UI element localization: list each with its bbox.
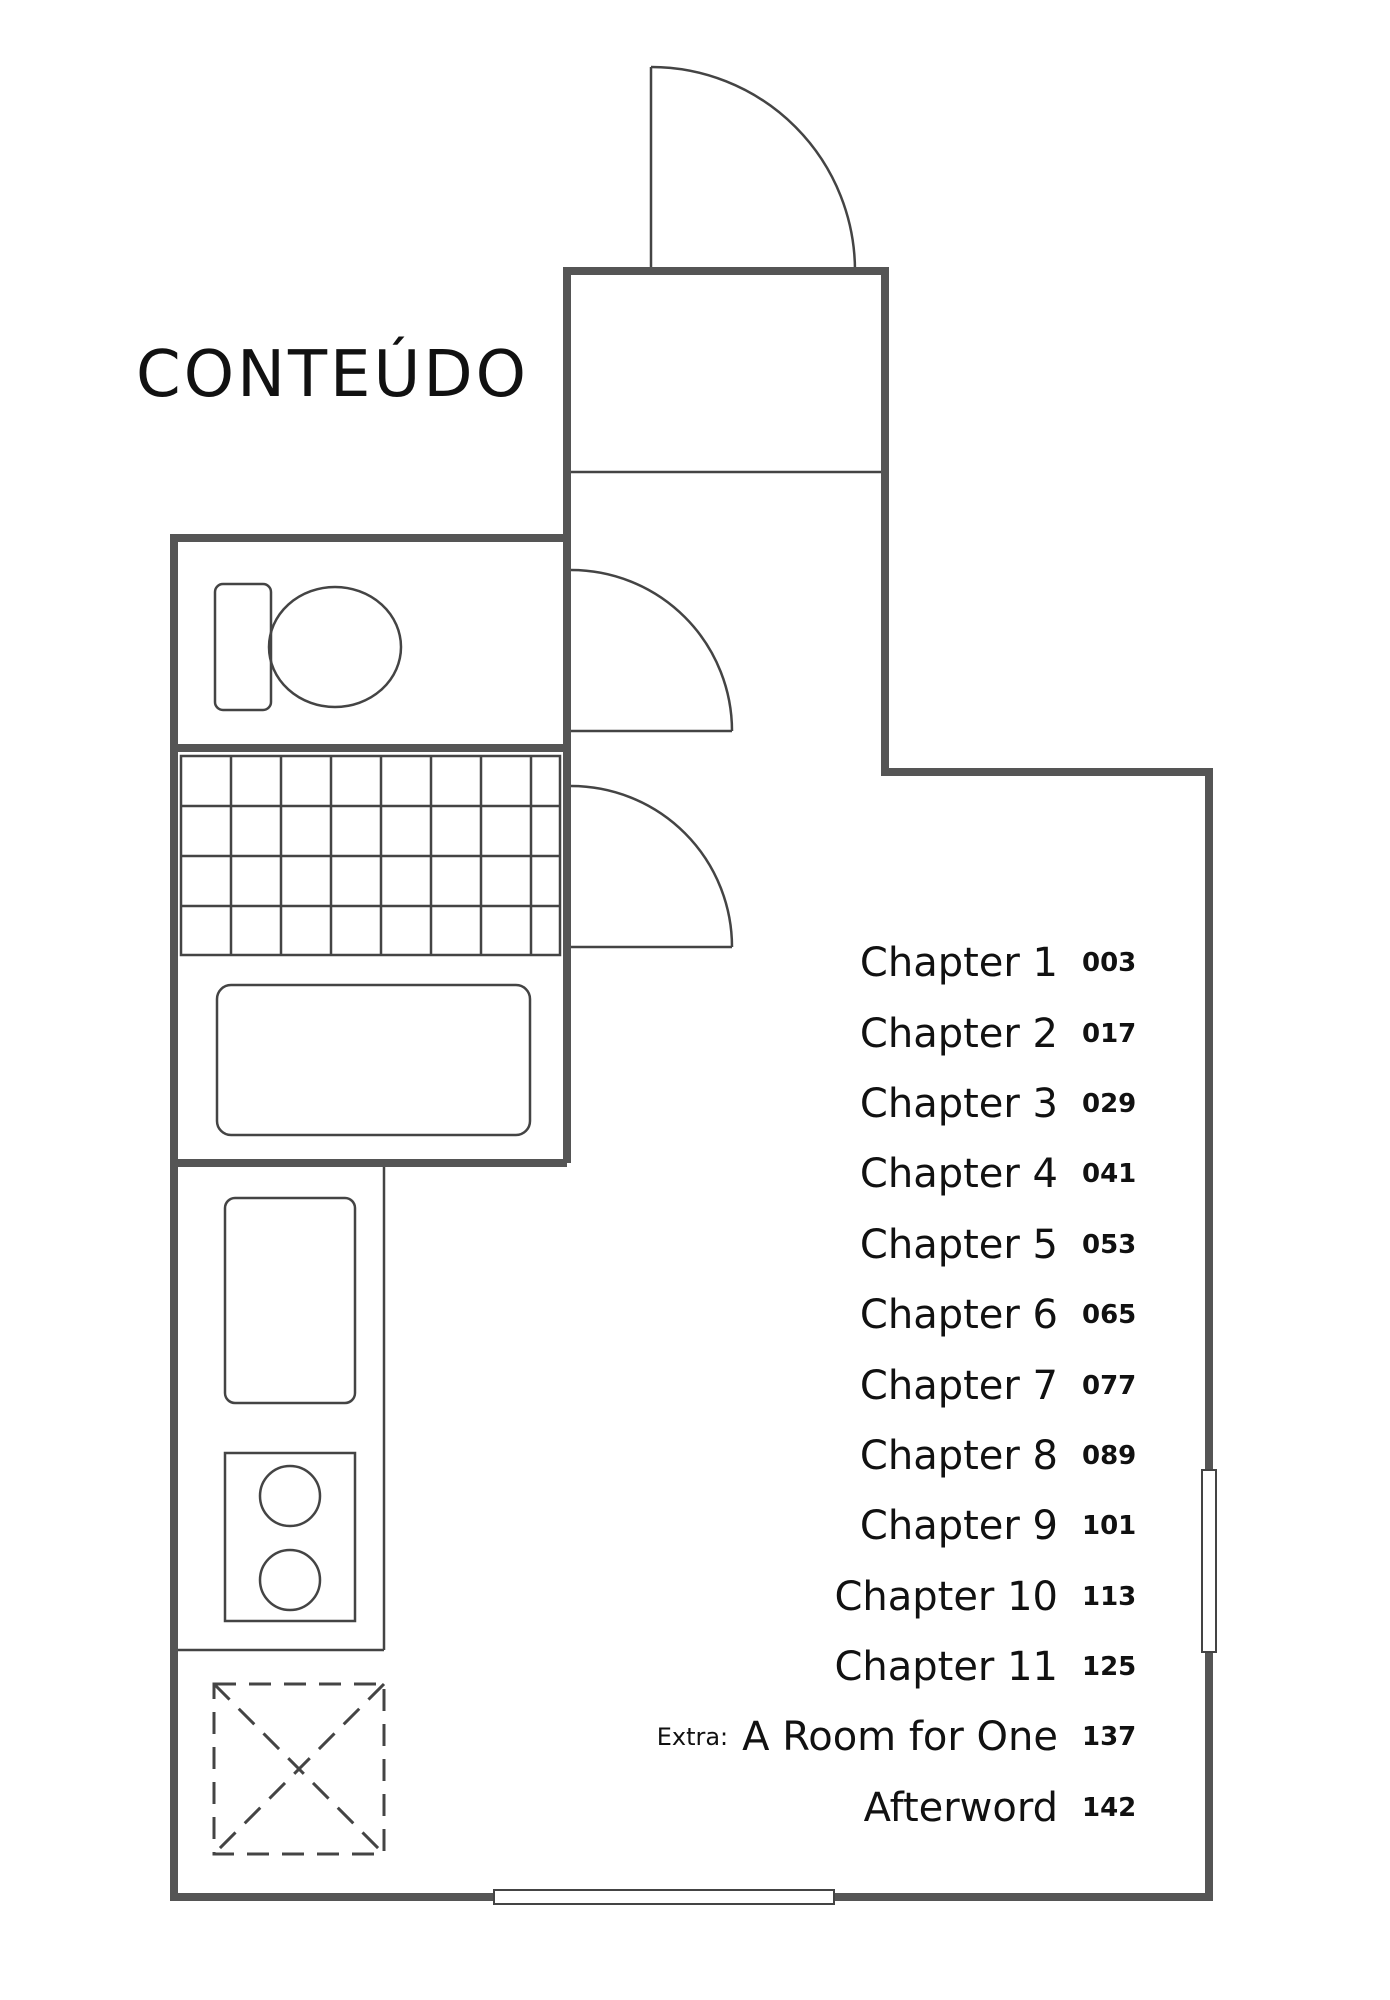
tiled-floor [179, 754, 562, 957]
toc-entry-page-number: 077 [1082, 1370, 1137, 1401]
toc-entry: Chapter 1 003 [620, 928, 1150, 998]
toilet-icon [213, 582, 403, 712]
toc-entry-page-number: 089 [1082, 1440, 1137, 1471]
washer-space-icon [212, 1682, 386, 1856]
toc-entry-page-number: 137 [1082, 1722, 1137, 1753]
toc-entry: Chapter 4 041 [620, 1139, 1150, 1209]
windows [493, 1469, 1217, 1905]
toc-entry-page-number: 053 [1082, 1229, 1137, 1260]
toc-entry-label: Chapter 2 [859, 1010, 1058, 1057]
toc-entry-label: Chapter 7 [859, 1362, 1058, 1409]
toc-entry-page-number: 125 [1082, 1652, 1137, 1683]
bathroom-walls [174, 538, 571, 1167]
toc-entry-page-number: 029 [1082, 1088, 1137, 1119]
toc-entry-page-number: 003 [1082, 948, 1137, 979]
outer-walls [170, 267, 1213, 1901]
toc-entry-label: A Room for One [742, 1714, 1058, 1761]
toc-entry-page-number: 017 [1082, 1018, 1137, 1049]
toc-entry-label: Chapter 10 [834, 1573, 1058, 1620]
page-title: CONTEÚDO [136, 338, 529, 412]
toc-entry-label: Afterword [863, 1784, 1058, 1831]
toc-entry-label: Chapter 9 [859, 1503, 1058, 1550]
toc-entry-label: Chapter 5 [859, 1221, 1058, 1268]
toc-entry: Chapter 5 053 [620, 1210, 1150, 1280]
toc-entry: Chapter 10 113 [620, 1562, 1150, 1632]
toc-entry: Chapter 2 017 [620, 998, 1150, 1068]
bathtub-icon [215, 983, 532, 1137]
toc-entry-label: Chapter 4 [859, 1151, 1058, 1198]
toc-entry: Chapter 9 101 [620, 1491, 1150, 1561]
toc-entry-label: Chapter 8 [859, 1432, 1058, 1479]
toc-entry-label: Chapter 1 [859, 940, 1058, 987]
sink-icon [223, 1196, 357, 1405]
toc-entry-page-number: 142 [1082, 1792, 1137, 1823]
toc-entry: Chapter 3 029 [620, 1069, 1150, 1139]
toc-entry-page-number: 065 [1082, 1300, 1137, 1331]
toc-entry: Chapter 6 065 [620, 1280, 1150, 1350]
toc-entry: Chapter 7 077 [620, 1350, 1150, 1420]
toc-entry-label: Chapter 3 [859, 1080, 1058, 1127]
toc-entry: Chapter 11 125 [620, 1632, 1150, 1702]
kitchen-counter [178, 1167, 386, 1652]
toc-entry-prefix: Extra: [656, 1723, 729, 1752]
toc-entry-page-number: 041 [1082, 1159, 1137, 1190]
toc-entry: Extra: A Room for One 137 [620, 1702, 1150, 1772]
toc-entry-label: Chapter 6 [859, 1292, 1058, 1339]
toc-entry-page-number: 101 [1082, 1511, 1137, 1542]
entrance-door [649, 65, 857, 272]
toc-entry: Chapter 8 089 [620, 1421, 1150, 1491]
stove-icon [223, 1451, 357, 1623]
toc-entry: Afterword 142 [620, 1773, 1150, 1843]
bathroom-doors [570, 568, 734, 949]
toc-entry-page-number: 113 [1082, 1581, 1137, 1612]
toc-entry-label: Chapter 11 [834, 1644, 1058, 1691]
